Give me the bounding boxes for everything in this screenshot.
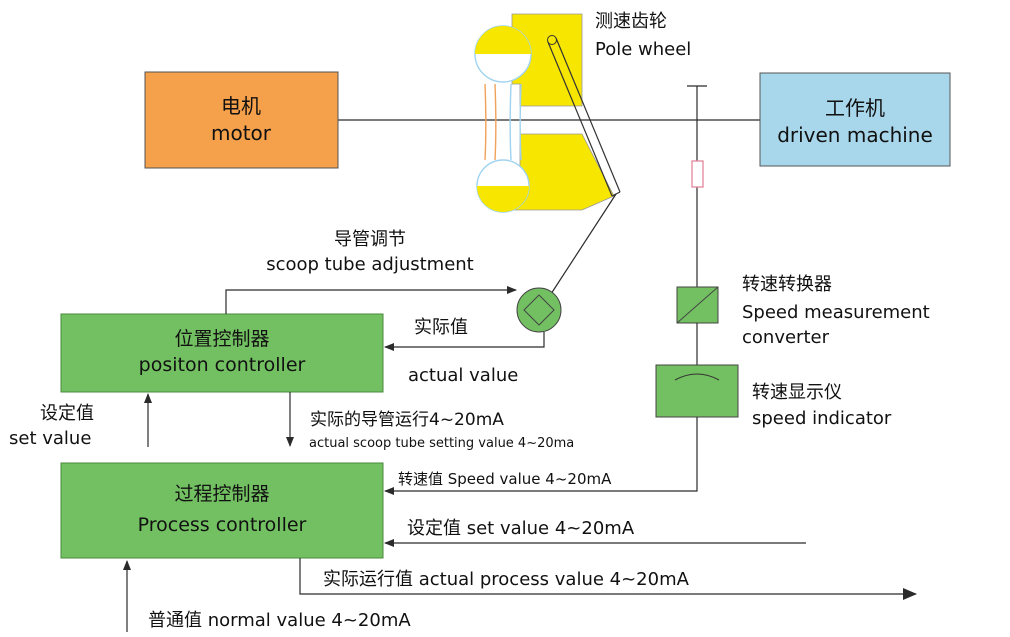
actual-process-arrow — [299, 558, 917, 600]
position-controller-label-en: positon controller — [139, 354, 306, 376]
motor-box — [144, 71, 339, 169]
pole-wheel-label-en: Pole wheel — [595, 39, 691, 60]
position-controller-box — [60, 313, 384, 393]
motor-label-en: motor — [211, 121, 272, 145]
scoop-label-en: scoop tube adjustment — [266, 254, 474, 275]
speed-value-label: 转速值 Speed value 4~20mA — [398, 470, 612, 488]
set-value-input-label: 设定值 set value 4~20mA — [407, 518, 635, 539]
set-value-label-en: set value — [9, 428, 91, 449]
speed-indicator-label-en: speed indicator — [752, 408, 892, 429]
speed-indicator-label-cn: 转速显示仪 — [752, 382, 842, 403]
scoop-running-label-cn: 实际的导管运行4~20mA — [310, 410, 504, 430]
process-controller-box — [60, 462, 384, 559]
actual-value-label-cn: 实际值 — [414, 317, 468, 338]
set-value-label-cn: 设定值 — [40, 403, 94, 424]
speed-converter — [676, 286, 719, 324]
speed-value-arrow — [384, 417, 698, 495]
actual-process-label: 实际运行值 actual process value 4~20mA — [323, 569, 690, 590]
process-controller-label-cn: 过程控制器 — [174, 483, 269, 505]
motor-label-cn: 电机 — [221, 94, 261, 118]
scoop-label-cn: 导管调节 — [334, 229, 406, 250]
speed-converter-label-en-2: converter — [742, 327, 830, 348]
driven-machine-label-en: driven machine — [777, 123, 933, 147]
driven-machine-box — [759, 72, 951, 167]
scoop-link — [548, 193, 617, 298]
scoop-actuator — [516, 287, 562, 333]
scoop-command-arrow — [225, 286, 517, 314]
position-controller-label-cn: 位置控制器 — [174, 328, 269, 350]
process-controller-label-en: Process controller — [138, 514, 307, 536]
fluid-coupling — [474, 13, 621, 213]
speed-converter-label-en-1: Speed measurement — [742, 302, 930, 323]
speed-indicator — [655, 364, 739, 418]
shaft-coupling — [691, 160, 704, 188]
pole-wheel-label-cn: 测速齿轮 — [595, 11, 667, 32]
normal-value-label: 普通值 normal value 4~20mA — [148, 610, 411, 631]
speed-converter-label-cn: 转速转换器 — [742, 274, 832, 295]
driven-machine-label-cn: 工作机 — [825, 96, 885, 120]
scoop-running-label-en: actual scoop tube setting value 4~20ma — [309, 436, 574, 451]
actual-value-label-en: actual value — [408, 365, 518, 386]
actual-value-arrow — [384, 332, 545, 351]
